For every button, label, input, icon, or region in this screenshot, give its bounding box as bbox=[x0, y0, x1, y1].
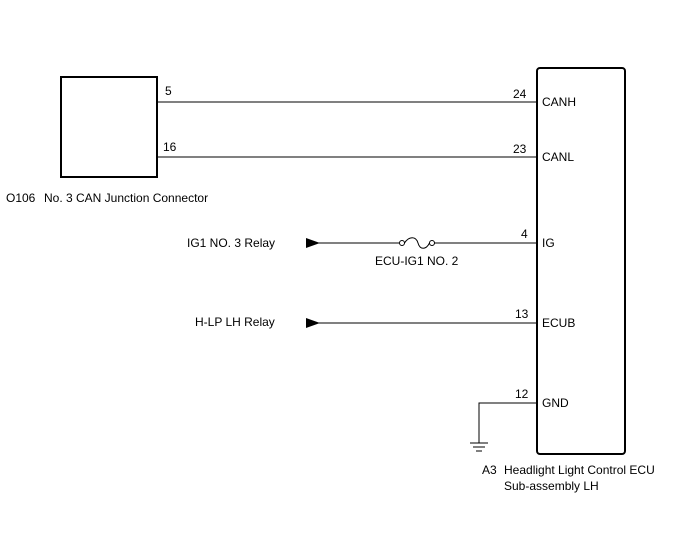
fuse-terminal-left bbox=[399, 240, 405, 246]
ecu-name-line1: Headlight Light Control ECU bbox=[504, 463, 655, 477]
ecu-name-line2: Sub-assembly LH bbox=[504, 479, 599, 493]
ecu-terminal-ecub: ECUB bbox=[542, 316, 575, 330]
can-junction-connector-box bbox=[60, 76, 158, 178]
ecu-terminal-ig: IG bbox=[542, 236, 555, 250]
ecu-terminal-canh: CANH bbox=[542, 95, 576, 109]
connector-name: No. 3 CAN Junction Connector bbox=[44, 191, 208, 205]
connector-pin-canh: 5 bbox=[165, 84, 172, 98]
fuse-label: ECU-IG1 NO. 2 bbox=[375, 254, 459, 268]
headlight-ecu-box bbox=[536, 67, 626, 455]
hlp-relay-label: H-LP LH Relay bbox=[195, 315, 275, 329]
ecu-terminal-gnd: GND bbox=[542, 396, 569, 410]
ecu-pin-gnd: 12 bbox=[515, 387, 529, 401]
ecu-code: A3 bbox=[482, 463, 497, 477]
ecu-pin-ecub: 13 bbox=[515, 307, 529, 321]
fuse-terminal-right bbox=[429, 240, 435, 246]
connector-code: O106 bbox=[6, 191, 36, 205]
ecu-pin-ig: 4 bbox=[521, 227, 528, 241]
ecu-pin-canl: 23 bbox=[513, 142, 527, 156]
fuse-icon bbox=[404, 237, 430, 249]
ecu-pin-canh: 24 bbox=[513, 87, 527, 101]
connector-pin-canl: 16 bbox=[163, 140, 177, 154]
gnd-wire bbox=[478, 402, 537, 443]
ecu-terminal-canl: CANL bbox=[542, 150, 574, 164]
ig1-relay-label: IG1 NO. 3 Relay bbox=[187, 236, 275, 250]
